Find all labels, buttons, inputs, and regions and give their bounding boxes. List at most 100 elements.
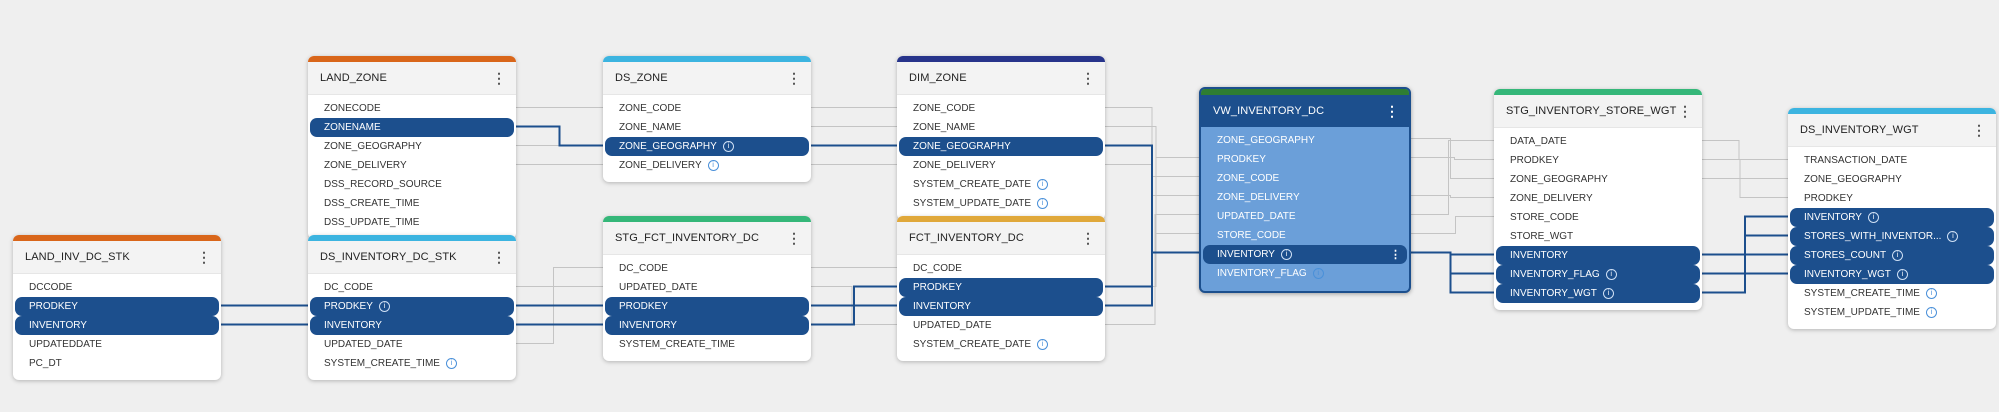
column-row[interactable]: DC_CODE <box>899 259 1103 278</box>
kebab-menu-icon[interactable]: ⋮ <box>1385 103 1399 119</box>
table-header[interactable]: FCT_INVENTORY_DC⋮ <box>897 222 1105 255</box>
row-menu-icon[interactable]: ⋮ <box>1390 249 1401 261</box>
kebab-menu-icon[interactable]: ⋮ <box>1081 230 1095 246</box>
column-row[interactable]: PC_DT <box>15 354 219 373</box>
table-header[interactable]: LAND_INV_DC_STK⋮ <box>13 241 221 274</box>
info-icon[interactable]: i <box>722 141 734 152</box>
column-row[interactable]: STORE_WGT <box>1496 227 1700 246</box>
table-header[interactable]: STG_FCT_INVENTORY_DC⋮ <box>603 222 811 255</box>
column-row[interactable]: UPDATED_DATE <box>899 316 1103 335</box>
column-row[interactable]: SYSTEM_CREATE_TIME <box>605 335 809 354</box>
info-icon[interactable]: i <box>707 160 719 171</box>
info-icon[interactable]: i <box>1602 288 1614 299</box>
column-row[interactable]: DSS_RECORD_SOURCE <box>310 175 514 194</box>
info-icon[interactable]: i <box>1037 339 1048 350</box>
info-icon[interactable]: i <box>1896 269 1908 280</box>
info-icon[interactable]: i <box>1037 179 1048 190</box>
column-row[interactable]: STORE_CODE <box>1496 208 1700 227</box>
info-icon[interactable]: i <box>1605 269 1617 280</box>
column-row[interactable]: ZONE_NAME <box>899 118 1103 137</box>
info-icon[interactable]: i <box>378 301 390 312</box>
column-row[interactable]: DC_CODE <box>310 278 514 297</box>
column-row[interactable]: DSS_UPDATE_TIME <box>310 213 514 232</box>
column-row[interactable]: ZONE_DELIVERY <box>1496 189 1700 208</box>
column-row[interactable]: STORES_WITH_INVENTOR...i <box>1790 227 1994 246</box>
column-row[interactable]: ZONECODE <box>310 99 514 118</box>
column-row[interactable]: ZONE_CODE <box>605 99 809 118</box>
kebab-menu-icon[interactable]: ⋮ <box>787 70 801 86</box>
column-row[interactable]: INVENTORY <box>899 297 1103 316</box>
info-icon[interactable]: i <box>1925 288 1937 299</box>
column-row[interactable]: ZONE_GEOGRAPHY <box>1203 131 1407 150</box>
column-row[interactable]: PRODKEY <box>1496 151 1700 170</box>
info-icon[interactable]: i <box>1925 307 1937 318</box>
column-row[interactable]: PRODKEY <box>15 297 219 316</box>
column-row[interactable]: DC_CODE <box>605 259 809 278</box>
info-icon[interactable]: i <box>1867 212 1879 223</box>
table-header[interactable]: VW_INVENTORY_DC⋮ <box>1201 95 1409 127</box>
info-icon[interactable]: i <box>1280 249 1292 260</box>
column-row[interactable]: ZONE_GEOGRAPHY <box>899 137 1103 156</box>
kebab-menu-icon[interactable]: ⋮ <box>1678 103 1692 119</box>
column-row[interactable]: ZONE_DELIVERY <box>310 156 514 175</box>
column-row[interactable]: ZONE_GEOGRAPHY <box>1496 170 1700 189</box>
kebab-menu-icon[interactable]: ⋮ <box>197 249 211 265</box>
column-row[interactable]: ZONENAME <box>310 118 514 137</box>
column-row[interactable]: PRODKEY <box>1203 150 1407 169</box>
table-header[interactable]: STG_INVENTORY_STORE_WGT⋮ <box>1494 95 1702 128</box>
column-row[interactable]: STORE_CODE <box>1203 226 1407 245</box>
column-row[interactable]: ZONE_DELIVERY <box>1203 188 1407 207</box>
column-row[interactable]: ZONE_NAME <box>605 118 809 137</box>
column-row[interactable]: ZONE_CODE <box>899 99 1103 118</box>
table-header[interactable]: DIM_ZONE⋮ <box>897 62 1105 95</box>
column-row[interactable]: PRODKEY <box>1790 189 1994 208</box>
column-row[interactable]: INVENTORY <box>310 316 514 335</box>
column-row[interactable]: UPDATED_DATE <box>605 278 809 297</box>
column-row[interactable]: INVENTORY <box>1496 246 1700 265</box>
column-row[interactable]: ZONE_CODE <box>1203 169 1407 188</box>
column-row[interactable]: ZONE_DELIVERY <box>899 156 1103 175</box>
table-header[interactable]: LAND_ZONE⋮ <box>308 62 516 95</box>
kebab-menu-icon[interactable]: ⋮ <box>492 249 506 265</box>
column-row[interactable]: UPDATED_DATE <box>1203 207 1407 226</box>
kebab-menu-icon[interactable]: ⋮ <box>1081 70 1095 86</box>
kebab-menu-icon[interactable]: ⋮ <box>492 70 506 86</box>
column-row[interactable]: DATA_DATE <box>1496 132 1700 151</box>
info-icon[interactable]: i <box>1037 198 1048 209</box>
column-row[interactable]: UPDATED_DATE <box>310 335 514 354</box>
column-row[interactable]: UPDATEDDATE <box>15 335 219 354</box>
table-header[interactable]: DS_ZONE⋮ <box>603 62 811 95</box>
column-row[interactable]: INVENTORY <box>15 316 219 335</box>
column-row[interactable]: INVENTORY <box>605 316 809 335</box>
info-icon[interactable]: i <box>445 358 457 369</box>
table-header[interactable]: DS_INVENTORY_DC_STK⋮ <box>308 241 516 274</box>
column-row[interactable]: TRANSACTION_DATE <box>1790 151 1994 170</box>
column-row[interactable]: DSS_CREATE_TIME <box>310 194 514 213</box>
info-icon[interactable]: i <box>1947 231 1959 242</box>
kebab-menu-icon[interactable]: ⋮ <box>1972 122 1986 138</box>
column-row[interactable]: ZONE_GEOGRAPHY <box>1790 170 1994 189</box>
